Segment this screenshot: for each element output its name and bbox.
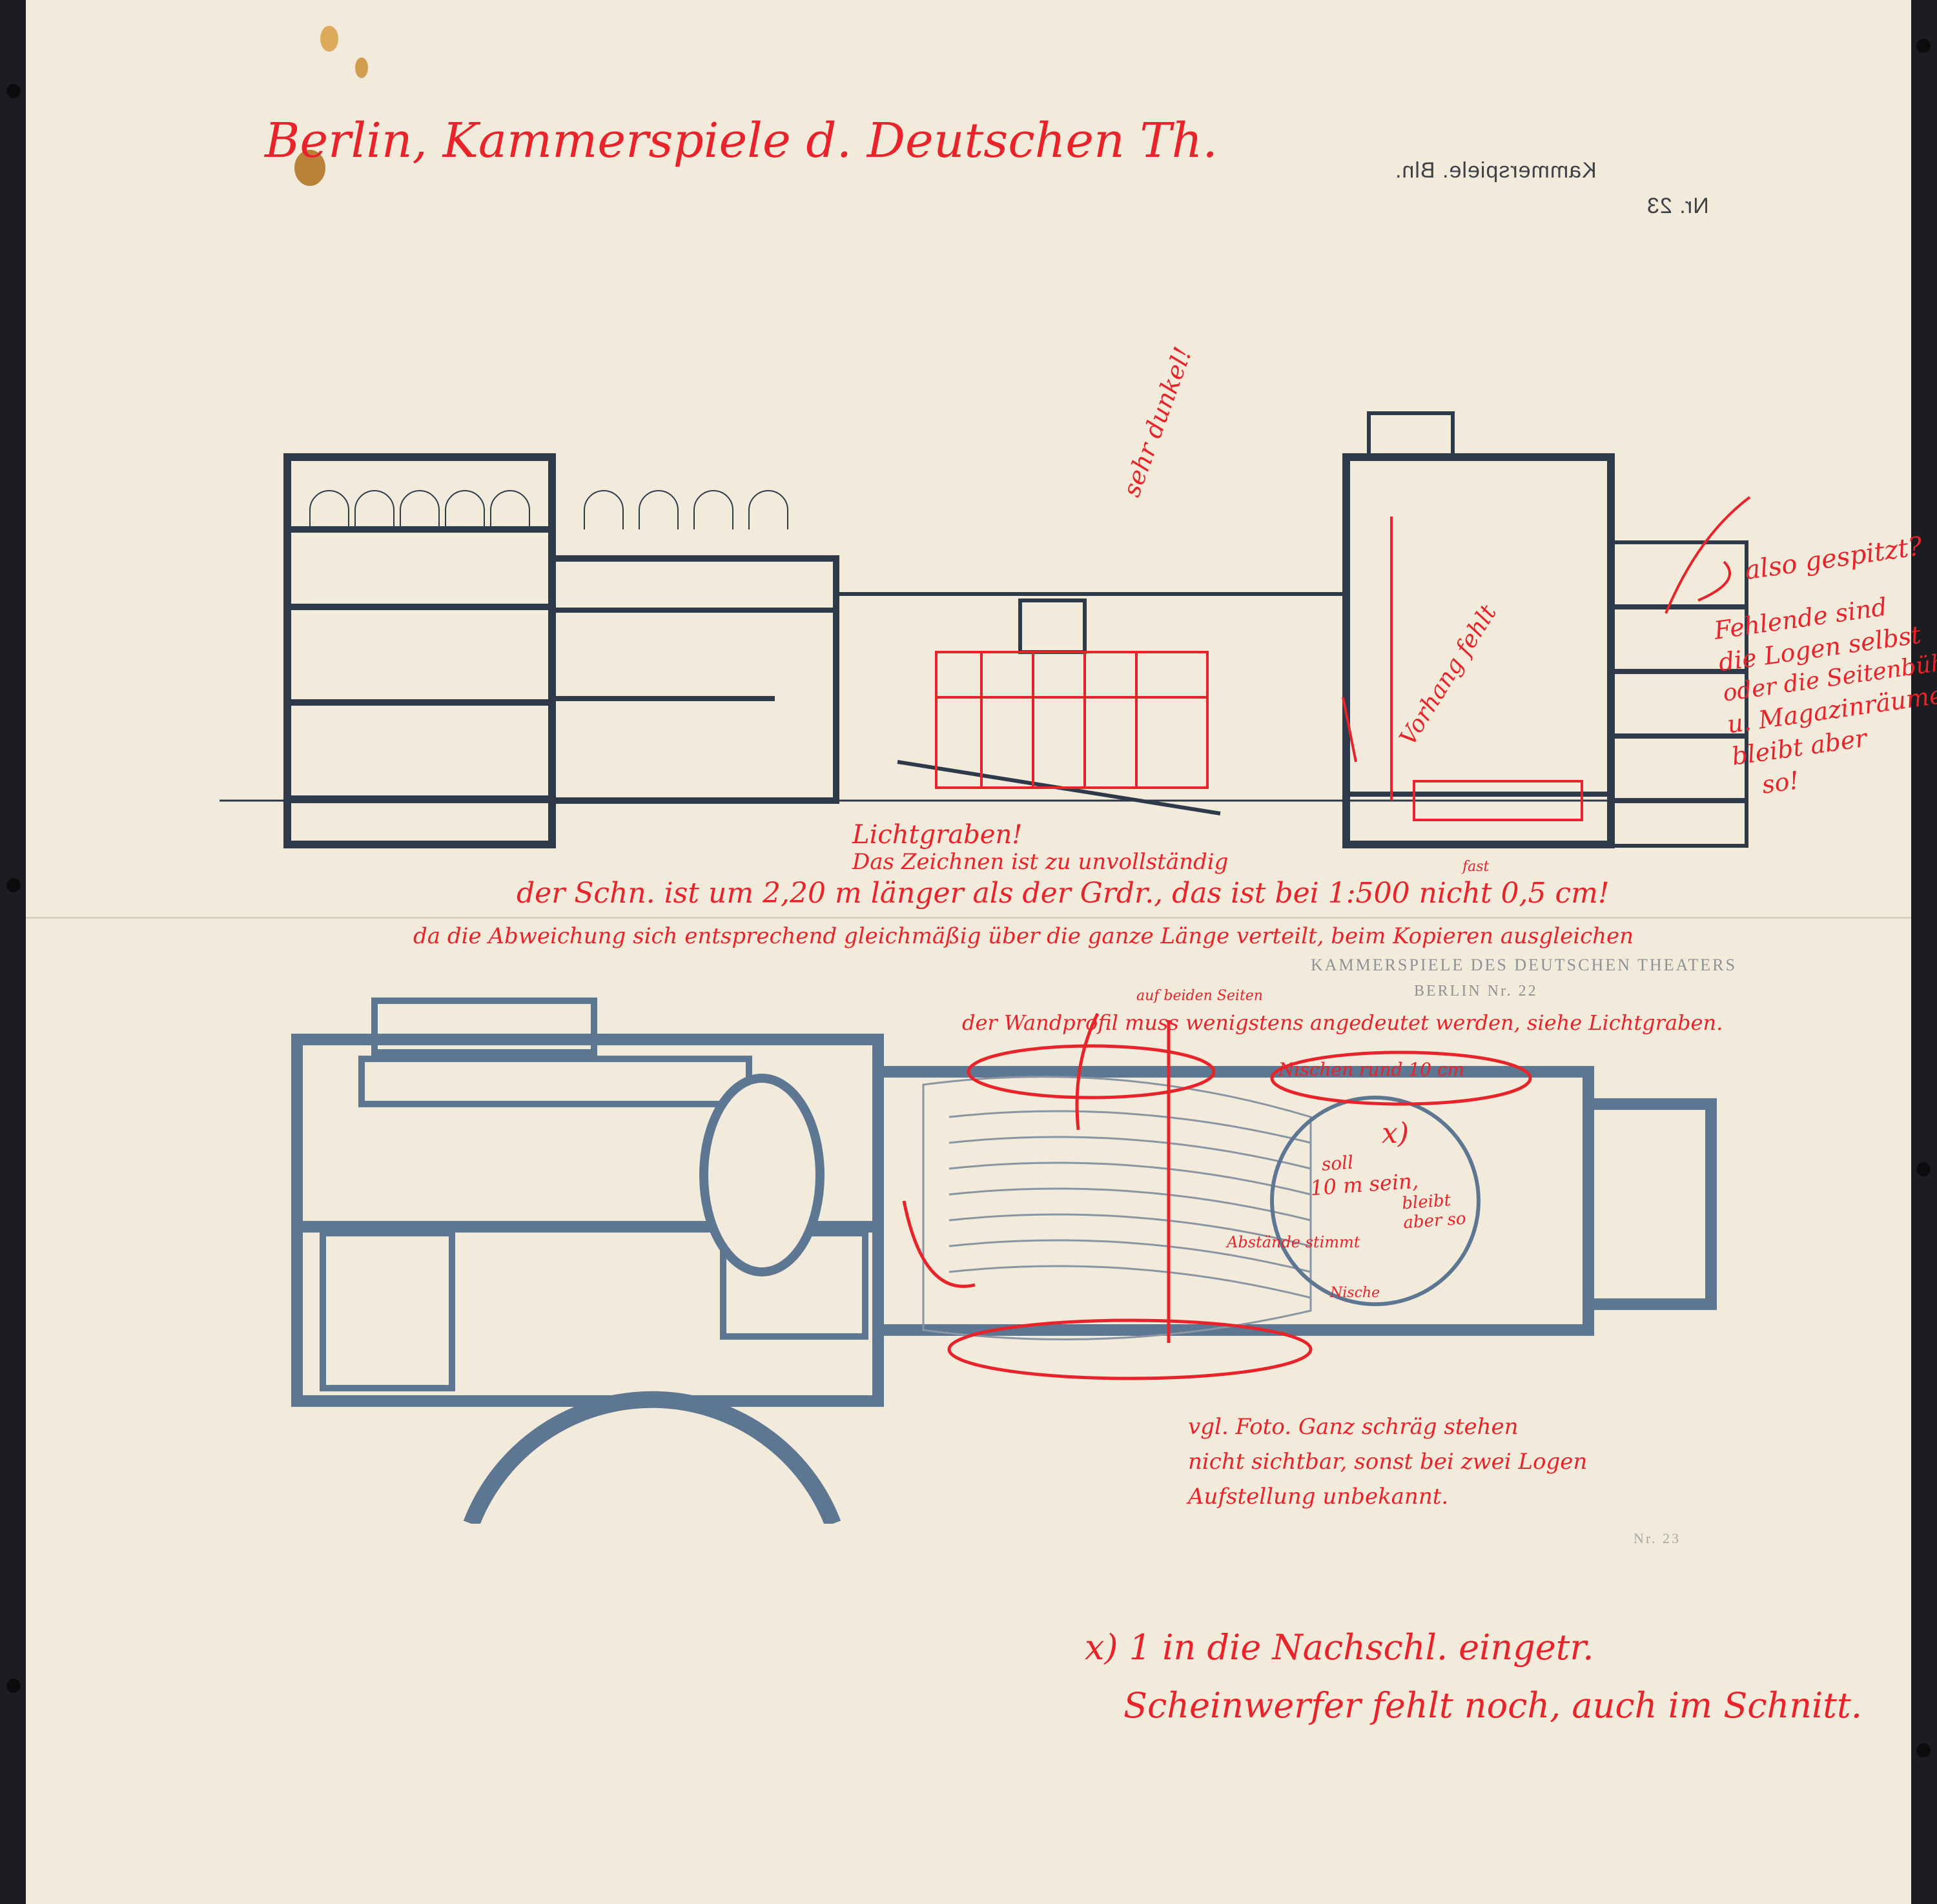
lower-note-line: vgl. Foto. Ganz schräg stehen bbox=[1188, 1414, 1519, 1440]
archive-stamp-line2: Nr. 23 bbox=[1646, 194, 1709, 218]
stage-note-block: soll 10 m sein, bleibt aber so bbox=[1308, 1144, 1466, 1239]
right-note-block: also gespitzt? Fehlende sind die Logen s… bbox=[1705, 524, 1937, 803]
corner-number: Nr. 23 bbox=[1634, 1530, 1681, 1546]
drawing-sheet: Kammerspiele. Bln. Nr. 23 Berlin, Kammer… bbox=[6, 0, 1937, 1904]
foyer-oval bbox=[699, 1074, 825, 1276]
stain-marks bbox=[294, 26, 368, 186]
footnote-line-1: x) 1 in die Nachschl. eingetr. bbox=[1085, 1627, 1594, 1668]
note-zeichnen: Das Zeichnen ist zu unvollständig bbox=[852, 849, 1229, 875]
punch-hole bbox=[1916, 39, 1931, 53]
revolving-stage bbox=[1270, 1096, 1481, 1306]
stage-x-mark: x) bbox=[1382, 1117, 1409, 1150]
note-scale-above: fast bbox=[1462, 859, 1490, 875]
floor-plan bbox=[291, 998, 1717, 1524]
archive-stamp-line1: Kammerspiele. Bln. bbox=[1395, 158, 1597, 183]
note-beiden-seiten: auf beiden Seiten bbox=[1136, 988, 1263, 1004]
note-nischen: Nischen rund 10 cm bbox=[1278, 1059, 1465, 1080]
punch-hole bbox=[1916, 1162, 1931, 1176]
punch-hole bbox=[6, 84, 21, 98]
section-drawing bbox=[220, 411, 1751, 848]
lower-note-line: Aufstellung unbekannt. bbox=[1188, 1484, 1449, 1510]
plan-title: KAMMERSPIELE DES DEUTSCHEN THEATERS bbox=[1311, 956, 1737, 974]
handwritten-title: Berlin, Kammerspiele d. Deutschen Th. bbox=[265, 113, 1218, 169]
fold-line bbox=[26, 917, 1911, 919]
note-long: da die Abweichung sich entsprechend glei… bbox=[413, 923, 1634, 949]
lower-note-line: nicht sichtbar, sonst bei zwei Logen bbox=[1188, 1449, 1588, 1475]
lower-note-block: vgl. Foto. Ganz schräg stehen nicht sich… bbox=[1188, 1414, 1587, 1510]
note-abstaende: Abstände stimmt bbox=[1227, 1233, 1360, 1251]
plan-subtitle: BERLIN Nr. 22 bbox=[1414, 983, 1538, 999]
note-nische: Nische bbox=[1330, 1285, 1380, 1301]
note-scale: der Schn. ist um 2,20 m länger als der G… bbox=[517, 877, 1610, 910]
footnote-line-2: Scheinwerfer fehlt noch, auch im Schnitt… bbox=[1123, 1685, 1862, 1726]
punch-hole bbox=[1916, 1743, 1931, 1757]
note-lichtgraben: Lichtgraben! bbox=[852, 820, 1023, 850]
punch-hole bbox=[6, 878, 21, 892]
punch-hole bbox=[6, 1679, 21, 1693]
apse-arch bbox=[463, 1391, 841, 1524]
